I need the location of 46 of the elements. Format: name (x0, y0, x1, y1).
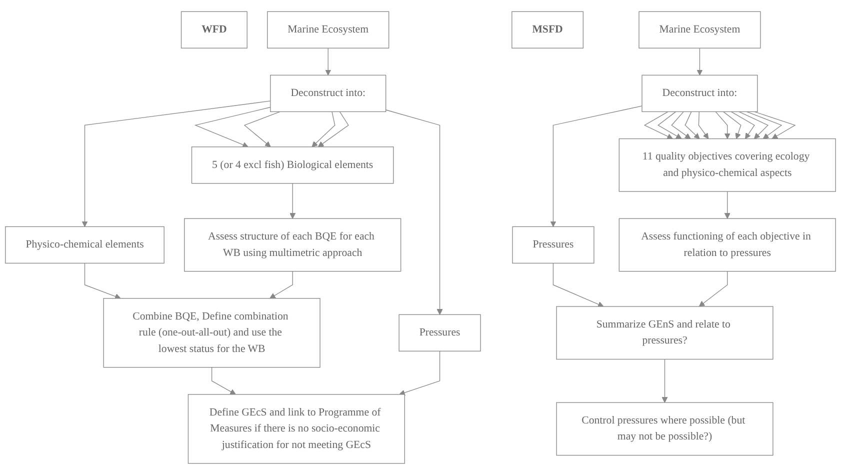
arrow (724, 191, 730, 219)
arrow (312, 111, 336, 148)
node-box: 11 quality objectives covering ecology and physico-chemical aspects (618, 138, 836, 192)
node-box: Summarize GEnS and relate to pressures? (556, 306, 774, 360)
arrow (730, 111, 755, 140)
node-box: Combine BQE, Define combination rule (one-out-all-out) and use the lowest status for the WB (103, 298, 320, 368)
arrow (552, 262, 604, 308)
arrow (738, 111, 769, 140)
arrow (644, 111, 673, 140)
node-box: Physico-chemical elements (5, 226, 164, 264)
arrow (211, 367, 236, 395)
arrow (550, 106, 642, 227)
arrow (82, 100, 271, 227)
node-box: Define GEcS and link to Programme of Measures if there is no socio-economic justification for not meeting GEcS (188, 394, 405, 464)
arrow (318, 111, 349, 148)
arrow (662, 358, 668, 403)
arrow (290, 183, 296, 219)
arrow (658, 111, 682, 140)
arrow (399, 350, 440, 396)
node-box: Pressures (512, 226, 594, 264)
arrow (715, 111, 730, 140)
arrow (698, 111, 709, 140)
arrow (698, 270, 728, 307)
arrow (696, 48, 703, 76)
node-box: MSFD (512, 11, 584, 48)
arrow (270, 270, 293, 299)
arrow (754, 111, 796, 140)
node-box: Pressures (398, 314, 481, 352)
node-box: Marine Ecosystem (267, 11, 390, 48)
arrow (671, 111, 691, 140)
node-box: Assess structure of each BQE for each WB using multimetric approach (184, 218, 402, 272)
node-box: WFD (180, 11, 248, 48)
node-box: Control pressures where possible (but may not be possible?) (556, 402, 774, 456)
arrow (723, 111, 742, 140)
node-box: Marine Ecosystem (638, 11, 761, 48)
node-box: Deconstruct into: (270, 74, 386, 112)
arrow (84, 262, 121, 300)
arrow (194, 106, 271, 148)
arrow (684, 111, 700, 140)
arrow (244, 111, 280, 148)
arrow (746, 111, 782, 140)
arrow (325, 48, 332, 76)
node-box: 5 (or 4 excl fish) Biological elements (191, 146, 394, 184)
node-box: Assess functioning of each objective in relation to pressures (618, 218, 836, 272)
arrow (385, 110, 443, 315)
node-box: Deconstruct into: (642, 74, 758, 112)
